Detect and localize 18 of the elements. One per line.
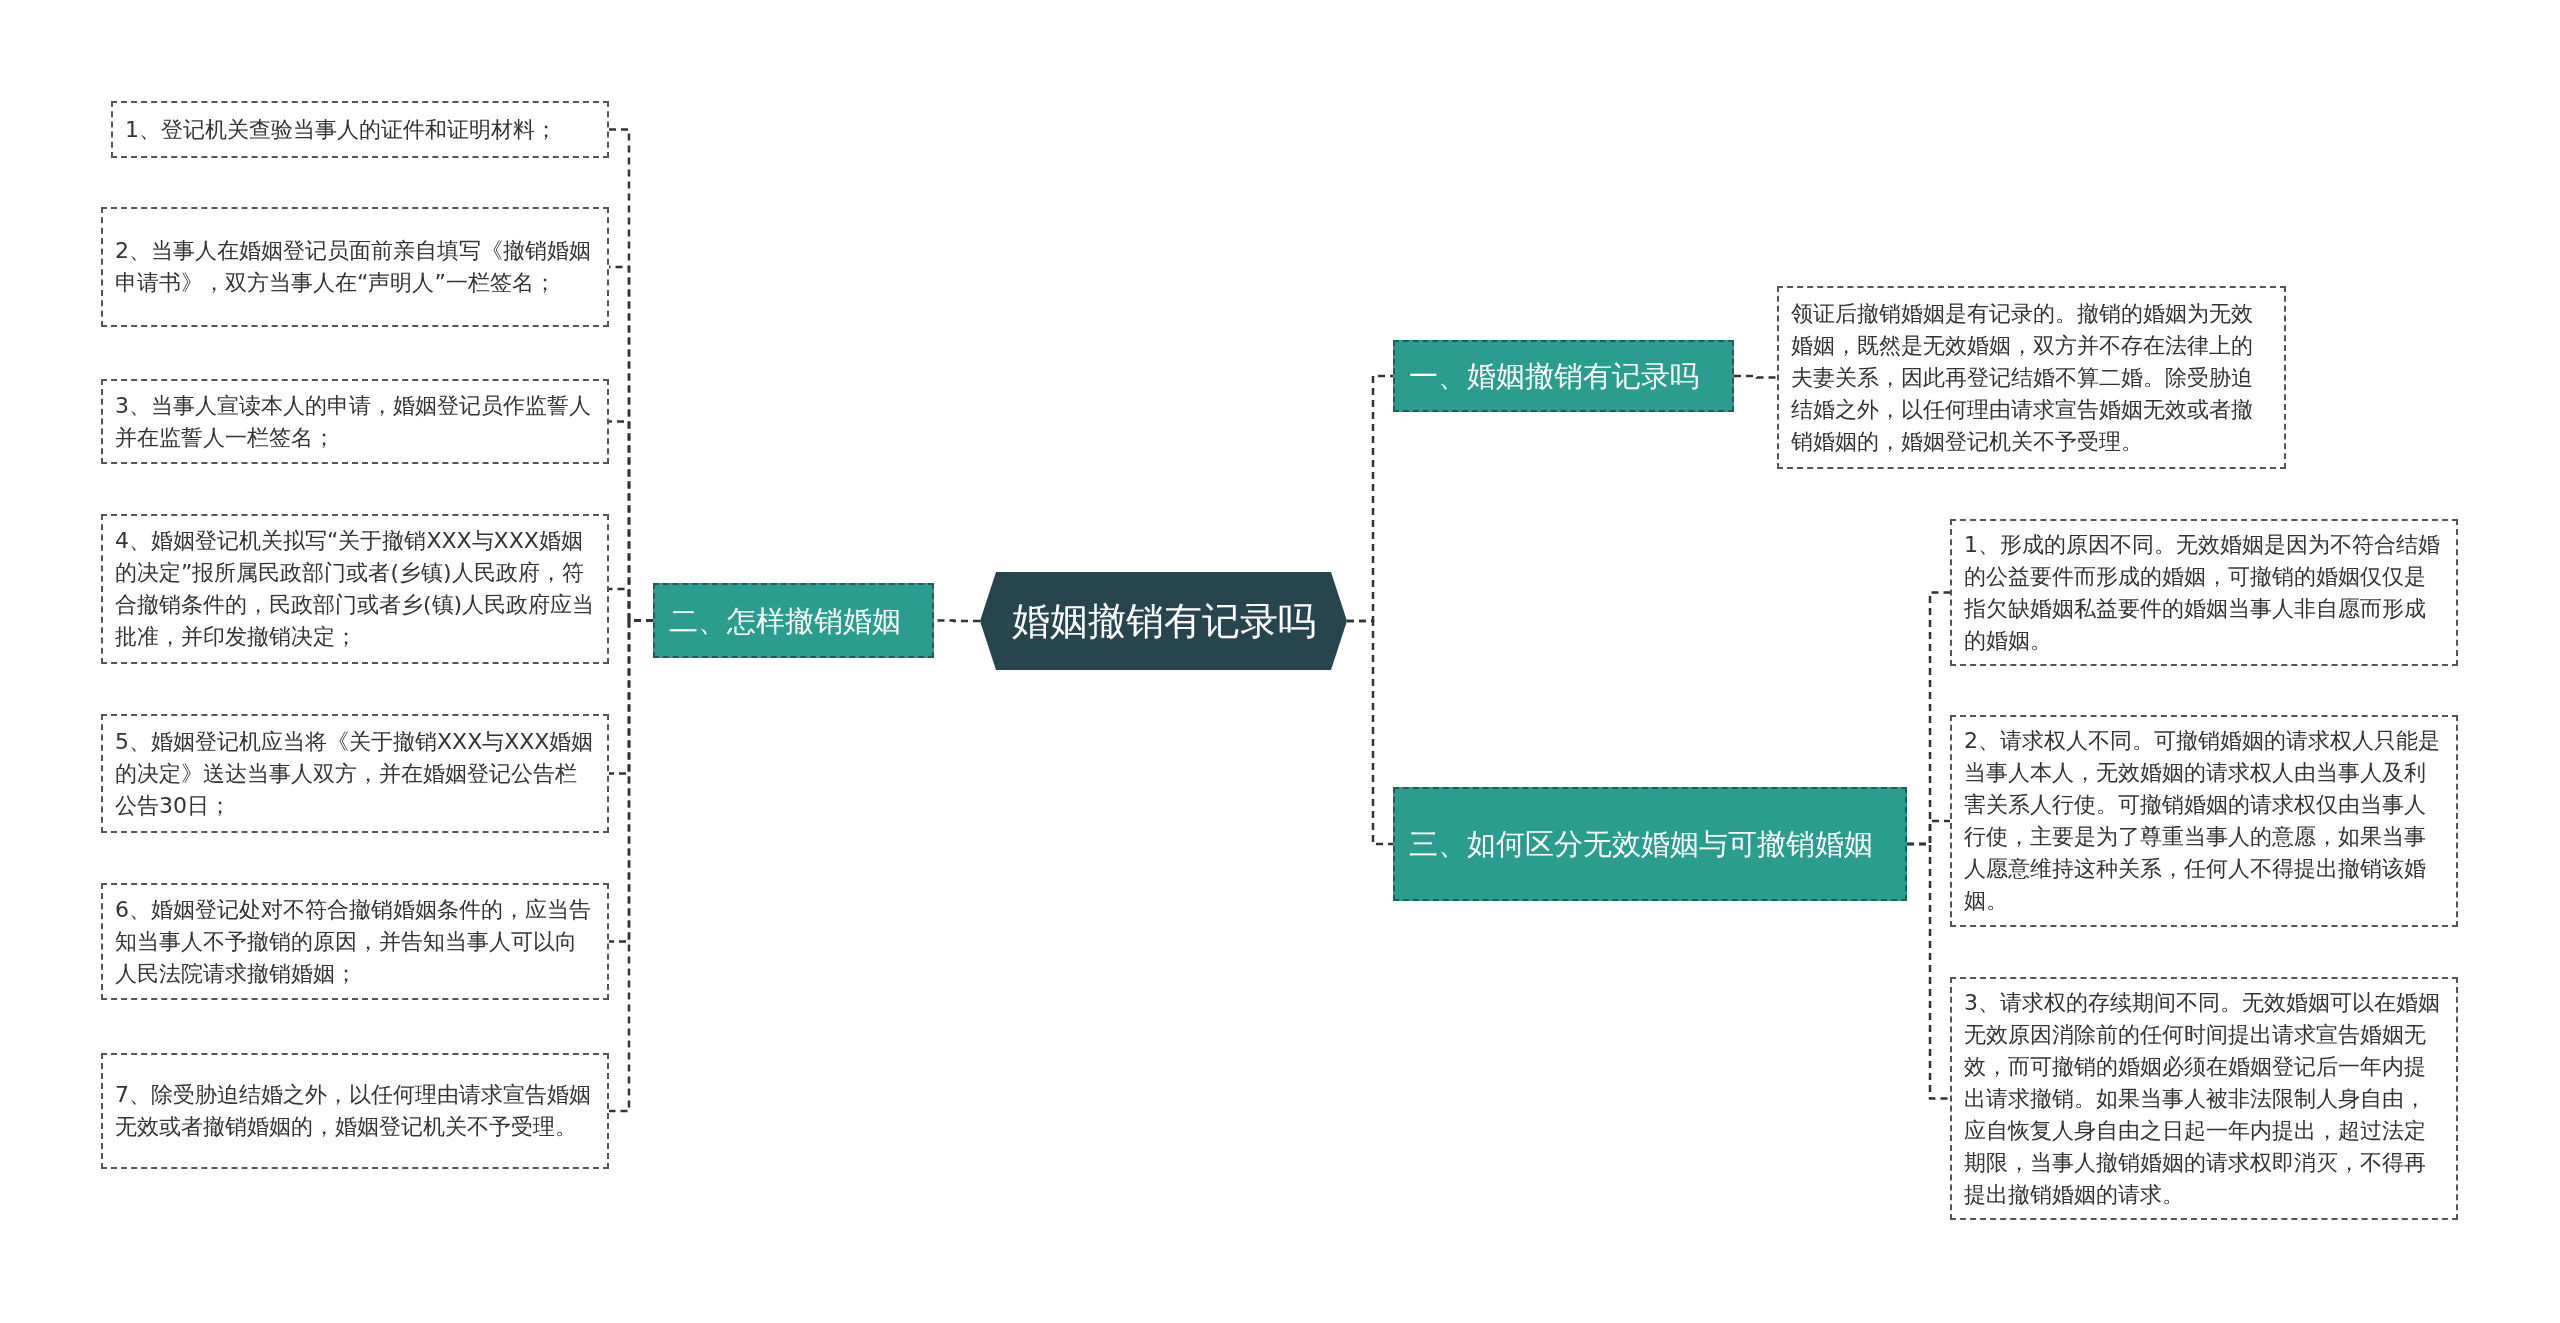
connector-line: [1347, 619, 1393, 846]
text-box: 6、婚姻登记处对不符合撤销婚姻条件的，应当告知当事人不予撤销的原因，并告知当事人可以向人民法院请求撤销婚姻；: [101, 883, 609, 1000]
text-box: 2、请求权人不同。可撤销婚姻的请求权人只能是当事人本人，无效婚姻的请求权人由当事人及利害关系人行使。可撤销婚姻的请求权仅由当事人行使，主要是为了尊重当事人的意愿，如果当事人愿意维持这种关系，任何人不得提出撤销该婚姻。: [1950, 715, 2458, 927]
text-box: 7、除受胁迫结婚之外，以任何理由请求宣告婚姻无效或者撤销婚姻的，婚姻登记机关不予受理。: [101, 1053, 609, 1169]
text-box: 4、婚姻登记机关拟写“关于撤销XXX与XXX婚姻的决定”报所属民政部门或者(乡镇)人民政府，符合撤销条件的，民政部门或者乡(镇)人民政府应当批准，并印发撤销决定；: [101, 514, 609, 664]
text-box: 1、形成的原因不同。无效婚姻是因为不符合结婚的公益要件而形成的婚姻，可撤销的婚姻仅仅是指欠缺婚姻私益要件的婚姻当事人非自愿而形成的婚姻。: [1950, 519, 2458, 666]
text-box: 3、请求权的存续期间不同。无效婚姻可以在婚姻无效原因消除前的任何时间提出请求宣告婚姻无效，而可撤销的婚姻必须在婚姻登记后一年内提出请求撤销。如果当事人被非法限制人身自由，应自恢复人身自由之日起一年内提出，超过法定期限，当事人撤销婚姻的请求权即消灭，不得再提出撤销婚姻的请求。: [1950, 977, 2458, 1220]
connector-line: [1734, 374, 1777, 379]
topic-box: 三、如何区分无效婚姻与可撤销婚姻: [1393, 787, 1907, 901]
text-box: 1、登记机关查验当事人的证件和证明材料；: [111, 101, 609, 158]
connector-line: [1907, 842, 1950, 1100]
central-topic: 婚姻撤销有记录吗: [980, 572, 1347, 670]
text-box: 2、当事人在婚姻登记员面前亲自填写《撤销婚姻申请书》，双方当事人在“声明人”一栏签名；: [101, 207, 609, 327]
text-box: 3、当事人宣读本人的申请，婚姻登记员作监誓人并在监誓人一栏签名；: [101, 379, 609, 464]
topic-box: 一、婚姻撤销有记录吗: [1393, 340, 1734, 412]
text-box: 5、婚姻登记机应当将《关于撤销XXX与XXX婚姻的决定》送达当事人双方，并在婚姻登记公告栏公告30日；: [101, 714, 609, 833]
topic-box: 二、怎样撤销婚姻: [653, 583, 934, 658]
text-box: 领证后撤销婚姻是有记录的。撤销的婚姻为无效婚姻，既然是无效婚姻，双方并不存在法律上的夫妻关系，因此再登记结婚不算二婚。除受胁迫结婚之外，以任何理由请求宣告婚姻无效或者撤销婚姻的，婚姻登记机关不予受理。: [1777, 286, 2286, 469]
